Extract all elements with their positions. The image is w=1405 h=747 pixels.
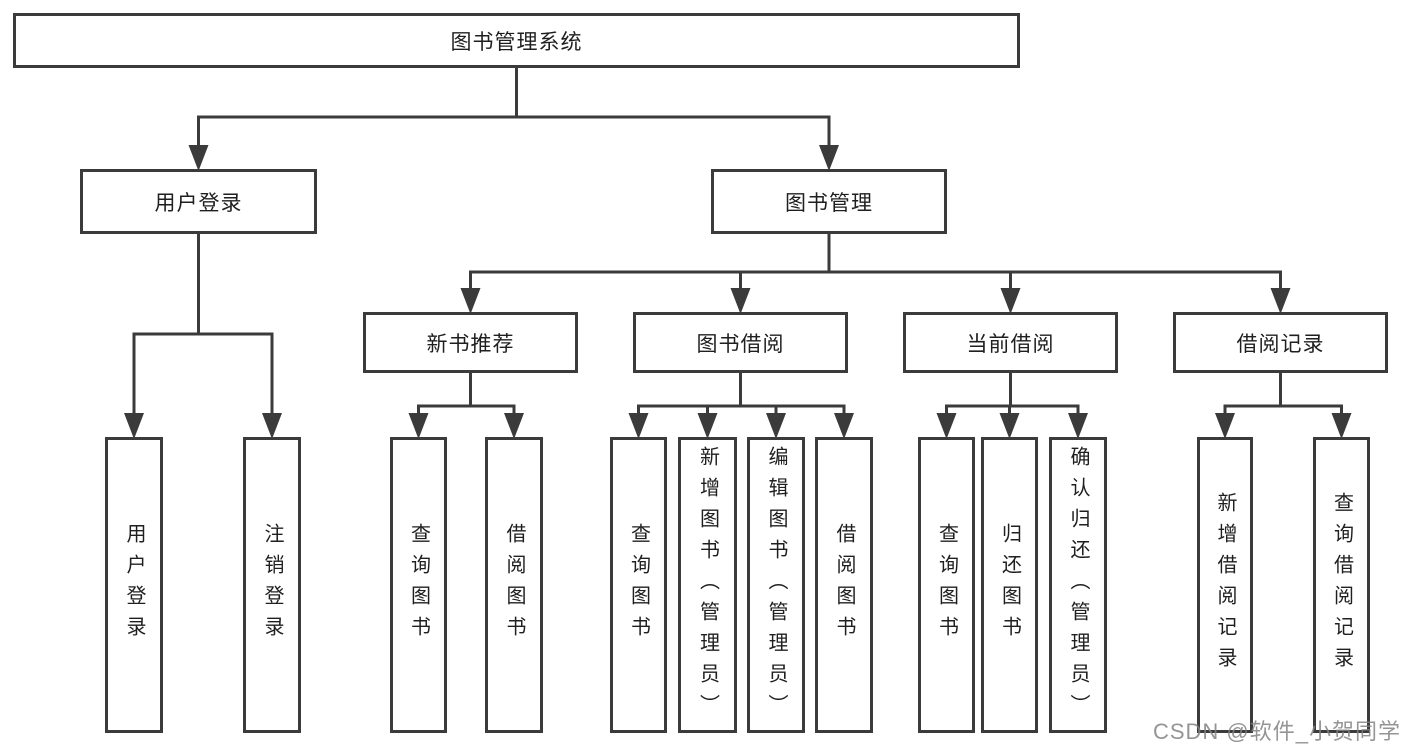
leaf-borrow-books: 借阅图书 (815, 437, 873, 733)
leaf-user-login: 用户登录 (105, 437, 163, 733)
leaf-query-books-recommend: 查询图书 (390, 437, 447, 733)
node-book-management: 图书管理 (711, 169, 947, 234)
node-new-book-recommend: 新书推荐 (363, 312, 578, 373)
node-label: 新增借阅记录 (1214, 492, 1236, 678)
node-label: 新书推荐 (426, 332, 515, 356)
node-label: 借阅图书 (833, 523, 855, 647)
node-label: 用户登录 (154, 191, 243, 215)
node-label: 用户登录 (123, 523, 145, 647)
leaf-add-books-admin: 新增图书（管理员） (678, 437, 737, 733)
leaf-return-books: 归还图书 (981, 437, 1038, 733)
node-label: 新增图书（管理员） (696, 445, 719, 725)
leaf-confirm-return-admin: 确认归还（管理员） (1049, 437, 1107, 733)
node-label: 查询图书 (627, 523, 650, 647)
node-label: 图书管理系统 (450, 30, 583, 54)
node-current-borrow: 当前借阅 (903, 312, 1118, 373)
node-label: 图书借阅 (696, 332, 785, 356)
node-label: 图书管理 (785, 191, 873, 215)
leaf-logout-login: 注销登录 (243, 437, 301, 733)
watermark-text: CSDN @软件_小贺同学 (1152, 719, 1401, 744)
leaf-query-books-current: 查询图书 (918, 437, 975, 733)
node-label: 查询借阅记录 (1330, 492, 1353, 678)
node-label: 注销登录 (261, 523, 283, 647)
node-borrow-records: 借阅记录 (1173, 312, 1388, 373)
node-label: 借阅图书 (503, 523, 525, 647)
node-label: 归还图书 (998, 523, 1021, 647)
leaf-add-borrow-record: 新增借阅记录 (1197, 437, 1253, 733)
node-label: 当前借阅 (966, 332, 1055, 356)
leaf-query-books-borrow: 查询图书 (610, 437, 667, 733)
node-label: 确认归还（管理员） (1067, 445, 1089, 725)
node-book-borrow: 图书借阅 (633, 312, 848, 373)
leaf-edit-books-admin: 编辑图书（管理员） (747, 437, 805, 733)
node-label: 查询图书 (407, 523, 430, 647)
leaf-borrow-books-recommend: 借阅图书 (485, 437, 543, 733)
node-label: 编辑图书（管理员） (765, 445, 787, 725)
node-label: 借阅记录 (1236, 332, 1325, 356)
leaf-query-borrow-record: 查询借阅记录 (1313, 437, 1370, 733)
node-label: 查询图书 (935, 523, 958, 647)
node-user-login: 用户登录 (80, 169, 317, 234)
node-root: 图书管理系统 (13, 13, 1020, 68)
